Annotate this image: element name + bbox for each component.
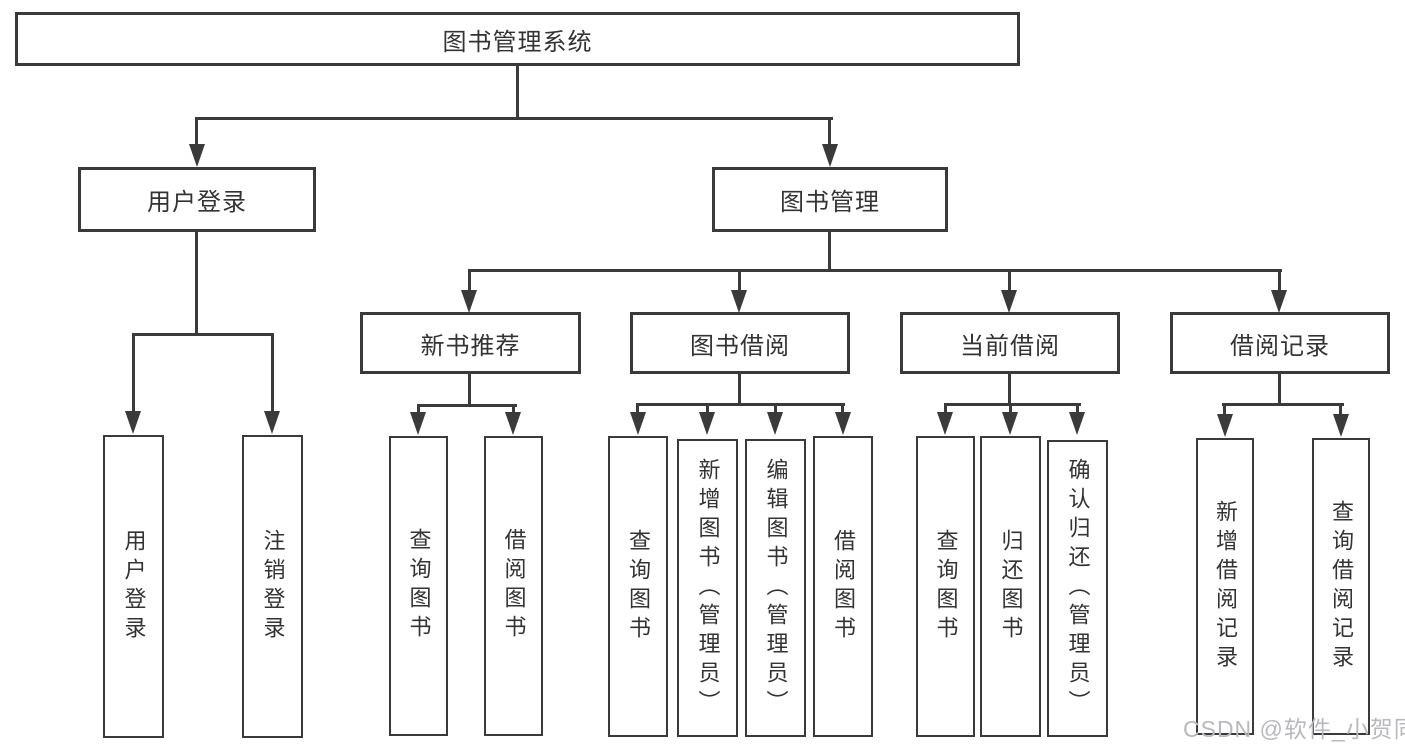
connector-drop-current xyxy=(1008,269,1011,293)
arrow-down-icon xyxy=(461,290,477,313)
connector-new-books-stem xyxy=(468,372,471,407)
connector-borrow-branch xyxy=(636,403,845,406)
leaf-query-books: 查询图书 xyxy=(389,436,448,736)
node-library-system-label: 图书管理系统 xyxy=(442,28,593,56)
arrow-down-icon xyxy=(630,412,646,435)
node-new-book-recommend: 新书推荐 xyxy=(360,312,581,374)
arrow-down-icon xyxy=(264,411,280,434)
leaf-user-login: 用户登录 xyxy=(103,435,164,738)
node-book-borrow-label: 图书借阅 xyxy=(690,332,790,360)
connector-current-branch xyxy=(944,403,1081,406)
node-book-borrow: 图书借阅 xyxy=(630,312,850,374)
arrow-down-icon xyxy=(505,412,521,435)
arrow-down-icon xyxy=(1333,414,1349,437)
arrow-down-icon xyxy=(189,144,205,167)
connector-drop-records xyxy=(1278,269,1281,293)
node-user-login-label: 用户登录 xyxy=(147,189,247,216)
connector-drop-leaf xyxy=(944,403,947,413)
connector-drop-leaf xyxy=(774,403,777,413)
leaf-add-book-admin: 新增图书（管理员） xyxy=(677,439,738,737)
connector-current-stem xyxy=(1008,372,1011,406)
leaf-confirm-return-admin: 确认归还（管理员） xyxy=(1047,440,1108,737)
connector-drop-leaf xyxy=(132,333,135,413)
leaf-edit-book-admin-label: 编辑图书（管理员） xyxy=(763,457,789,719)
connector-drop-leaf xyxy=(636,403,639,413)
leaf-add-book-admin-label: 新增图书（管理员） xyxy=(695,457,721,719)
arrow-down-icon xyxy=(731,290,747,313)
connector-book-mgmt-stem xyxy=(828,230,831,272)
node-book-management-label: 图书管理 xyxy=(780,189,880,216)
leaf-borrow-book: 借阅图书 xyxy=(813,436,873,737)
connector-drop-leaf xyxy=(417,404,420,414)
node-current-borrow: 当前借阅 xyxy=(900,312,1120,374)
node-book-management: 图书管理 xyxy=(712,167,948,232)
arrow-down-icon xyxy=(1001,290,1017,313)
arrow-down-icon xyxy=(1271,290,1287,313)
leaf-borrow-books: 借阅图书 xyxy=(484,436,543,736)
arrow-down-icon xyxy=(125,411,141,434)
leaf-current-query-label: 查询图书 xyxy=(933,528,959,645)
leaf-query-books-label: 查询图书 xyxy=(406,528,432,644)
csdn-watermark: CSDN @软件_小贺同学 xyxy=(1183,716,1405,742)
arrow-down-icon xyxy=(410,412,426,435)
leaf-query-borrow-record-label: 查询借阅记录 xyxy=(1329,499,1354,674)
node-current-borrow-label: 当前借阅 xyxy=(960,332,1060,360)
arrow-down-icon xyxy=(767,412,783,435)
connector-drop-leaf xyxy=(1076,403,1079,413)
connector-records-branch xyxy=(1222,403,1344,406)
leaf-borrow-book-label: 借阅图书 xyxy=(831,528,856,645)
arrow-down-icon xyxy=(1069,412,1085,435)
leaf-borrow-query: 查询图书 xyxy=(608,436,668,737)
leaf-query-borrow-record: 查询借阅记录 xyxy=(1312,438,1370,735)
leaf-confirm-return-admin-label: 确认归还（管理员） xyxy=(1065,458,1091,719)
arrow-down-icon xyxy=(937,412,953,435)
node-user-login: 用户登录 xyxy=(78,167,316,232)
connector-user-login-branch xyxy=(132,333,274,336)
connector-root-branch xyxy=(196,117,833,120)
connector-root-stem xyxy=(516,64,519,120)
leaf-user-login-label: 用户登录 xyxy=(121,528,147,645)
connector-records-stem xyxy=(1278,372,1281,406)
connector-drop-new-books xyxy=(468,269,471,293)
connector-borrow-stem xyxy=(738,372,741,406)
leaf-return-book: 归还图书 xyxy=(980,436,1041,737)
connector-drop-leaf xyxy=(1223,403,1226,415)
connector-drop-leaf xyxy=(512,404,515,414)
connector-drop-borrow xyxy=(738,269,741,293)
leaf-add-borrow-record-label: 新增借阅记录 xyxy=(1213,499,1238,674)
connector-drop-leaf xyxy=(271,333,274,413)
leaf-return-book-label: 归还图书 xyxy=(998,528,1024,645)
connector-user-login-stem xyxy=(195,230,198,336)
node-library-system: 图书管理系统 xyxy=(15,12,1020,66)
leaf-add-borrow-record: 新增借阅记录 xyxy=(1196,438,1254,735)
arrow-down-icon xyxy=(1217,414,1233,437)
connector-drop-book-mgmt xyxy=(828,117,831,147)
connector-book-mgmt-branch xyxy=(468,269,1282,272)
arrow-down-icon xyxy=(699,412,715,435)
arrow-down-icon xyxy=(835,412,851,435)
leaf-borrow-query-label: 查询图书 xyxy=(626,528,651,645)
arrow-down-icon xyxy=(1002,412,1018,435)
connector-drop-leaf xyxy=(706,403,709,413)
connector-new-books-branch xyxy=(417,404,517,407)
leaf-borrow-books-label: 借阅图书 xyxy=(501,528,527,644)
connector-drop-leaf xyxy=(1009,403,1012,413)
connector-drop-user-login xyxy=(195,117,198,147)
leaf-logout: 注销登录 xyxy=(242,435,303,738)
node-borrow-records: 借阅记录 xyxy=(1170,312,1390,374)
node-borrow-records-label: 借阅记录 xyxy=(1230,332,1330,360)
leaf-logout-label: 注销登录 xyxy=(260,528,286,645)
leaf-current-query: 查询图书 xyxy=(916,436,975,737)
node-new-book-recommend-label: 新书推荐 xyxy=(420,332,521,360)
leaf-edit-book-admin: 编辑图书（管理员） xyxy=(745,439,806,737)
arrow-down-icon xyxy=(822,144,838,167)
connector-drop-leaf xyxy=(841,403,844,413)
connector-drop-leaf xyxy=(1339,403,1342,415)
